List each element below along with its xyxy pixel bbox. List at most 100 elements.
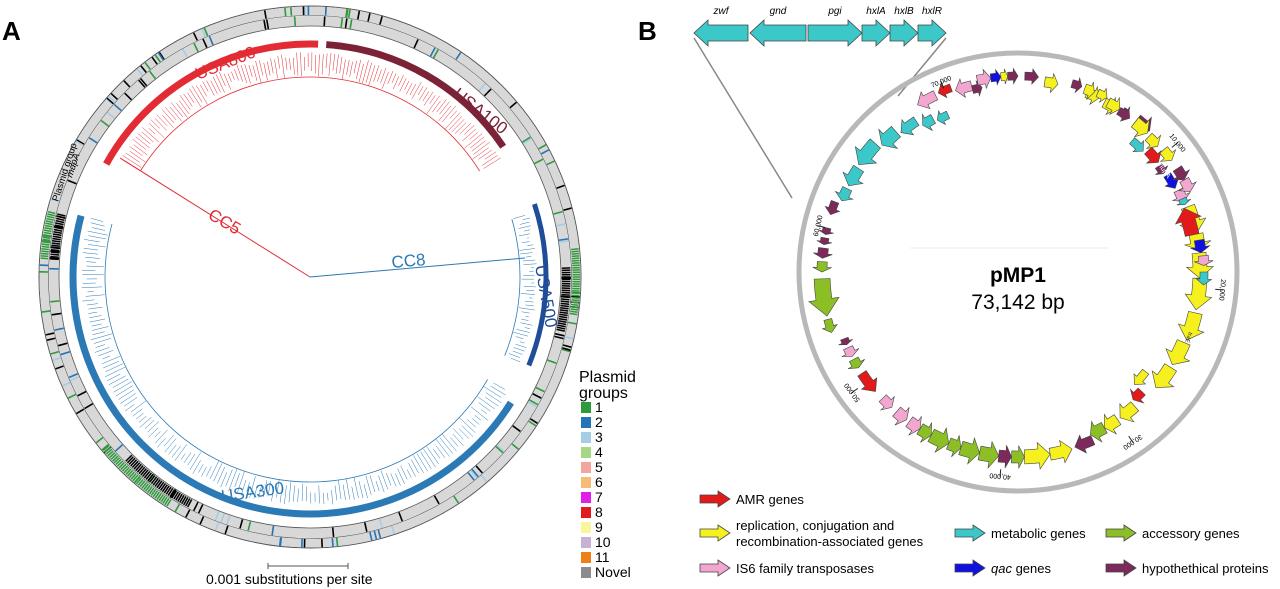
cc5-tree-tip [451, 119, 465, 133]
clade-arc-usa100 [326, 41, 507, 149]
coordinate-tick-label: 30,000 [1121, 433, 1143, 451]
ring-block [116, 460, 124, 467]
clade-arc-usa500 [526, 203, 549, 367]
ring-block [560, 300, 570, 303]
plasmid-gene-arrow [1178, 177, 1197, 193]
traE-gene-label: traE [1183, 331, 1193, 343]
ring-mark [340, 17, 344, 28]
cc5-tree-tip [215, 74, 225, 93]
ring-mark [108, 95, 116, 103]
ring-mark [41, 240, 51, 243]
cc5-tree-tip [149, 123, 165, 139]
cc5-tree-tip [341, 59, 346, 80]
ring-block [54, 224, 64, 228]
cc5-tree-tip [373, 65, 380, 82]
legend-label: 2 [595, 414, 603, 430]
ring-block [102, 445, 110, 452]
cc8-tree-tip-usa300 [189, 452, 202, 470]
plasmid-gene-arrow [1105, 96, 1121, 116]
ring-block [161, 484, 168, 493]
cc8-tree-tip-usa500 [520, 293, 535, 295]
plasmid-gene-arrow [1070, 76, 1083, 94]
plasmid-gene-arrow [1129, 137, 1144, 153]
cc5-tree-tip [332, 53, 336, 71]
plasmid-name: pMP1 [990, 264, 1046, 287]
legend-swatch [581, 402, 591, 413]
ring-mark [496, 444, 505, 453]
cc5-tree-tip [339, 56, 343, 74]
cc8-tree-tip-usa300 [477, 396, 496, 410]
inset-gene-label: hxlR [922, 6, 942, 17]
cc8-tree-tip-usa300 [461, 425, 474, 438]
legend-label: replication, conjugation and [736, 518, 894, 533]
plasmid-gene-arrow [812, 261, 832, 273]
cc5-tree-tip [423, 91, 434, 106]
cc8-tree-tip-usa300 [102, 355, 111, 360]
ring-mark [201, 28, 207, 38]
ring-mark [379, 16, 383, 25]
ring-block [126, 456, 134, 464]
ring-mark [522, 137, 532, 145]
clade-arcs [69, 40, 549, 518]
ring-mark [60, 350, 71, 356]
cc5-tree-tip [189, 88, 202, 108]
inset-gene-arrow [861, 19, 891, 47]
cc5-tree-tip [469, 132, 478, 140]
cc8-tree-tip-usa300 [327, 492, 329, 501]
cc8-tree-tip-usa300 [436, 439, 450, 457]
cc8-tree-tip-usa300 [386, 473, 392, 486]
plasmid-gene-arrow [813, 247, 833, 259]
plasmid-gene-arrow [927, 426, 950, 453]
ring-mark [564, 336, 574, 340]
cc8-tree-tip-usa300 [493, 382, 506, 390]
plasmid-gene-arrow [1129, 387, 1146, 404]
ring-mark [199, 516, 205, 525]
cc5-tree-tip [244, 64, 251, 84]
cc8-tree-tip-usa300 [154, 431, 161, 438]
legend-label: IS6 family transposases [736, 561, 875, 576]
ring-mark [567, 321, 577, 325]
ring-mark [331, 527, 335, 538]
ring-mark [57, 342, 68, 347]
ring-divider [48, 15, 572, 539]
cc8-tree-tip-usa300 [410, 459, 419, 474]
ring-mark [247, 521, 252, 531]
cc8-tree-tip-usa300 [83, 247, 98, 251]
ring-block [43, 234, 51, 237]
cc5-tree-tip [234, 69, 239, 81]
cc5-tree-tip [478, 149, 492, 160]
phylogeny-panel: CC5 CC8 USA800 USA100 USA500 USA300 Plas… [38, 5, 636, 587]
plasmid-gene-arrow [936, 109, 951, 126]
plasmid-gene-arrow [1082, 81, 1095, 100]
cc5-tree-tip [162, 115, 174, 128]
cc8-tree-tip-usa300 [144, 420, 155, 429]
ring-block [150, 476, 158, 485]
ring-block [139, 480, 146, 488]
cc8-tree-tip-usa300 [171, 446, 181, 458]
cc5-tree-tip [318, 54, 320, 77]
cc8-tree-tip-usa300 [453, 428, 464, 440]
coordinate-tick-label: 40,000 [989, 471, 1011, 480]
cc8-tree-tip-usa300 [413, 455, 424, 474]
ring-block [57, 213, 66, 217]
cc8-tree-tip-usa500 [521, 311, 530, 314]
legend-label: 3 [595, 429, 603, 445]
cc5-tree-tip [409, 83, 417, 96]
cc8-tree-tip-usa300 [89, 315, 102, 319]
ring-mark [571, 295, 580, 298]
plasmid-gene-arrow [1130, 117, 1150, 138]
ring-block [571, 294, 580, 297]
ring-mark [224, 525, 229, 535]
inset-gene-label: hxlB [894, 6, 914, 17]
plasmid-gene-arrow [922, 113, 936, 132]
cc5-tree-tip [227, 73, 232, 83]
ring-mark [42, 234, 52, 238]
cc5-tree-tip [223, 73, 232, 90]
ring-block [121, 465, 129, 472]
ring-block [560, 304, 569, 308]
ring-block [120, 463, 127, 471]
plasmid-gene-arrow [1024, 68, 1039, 85]
plasmid-gene-arrow [916, 422, 933, 443]
